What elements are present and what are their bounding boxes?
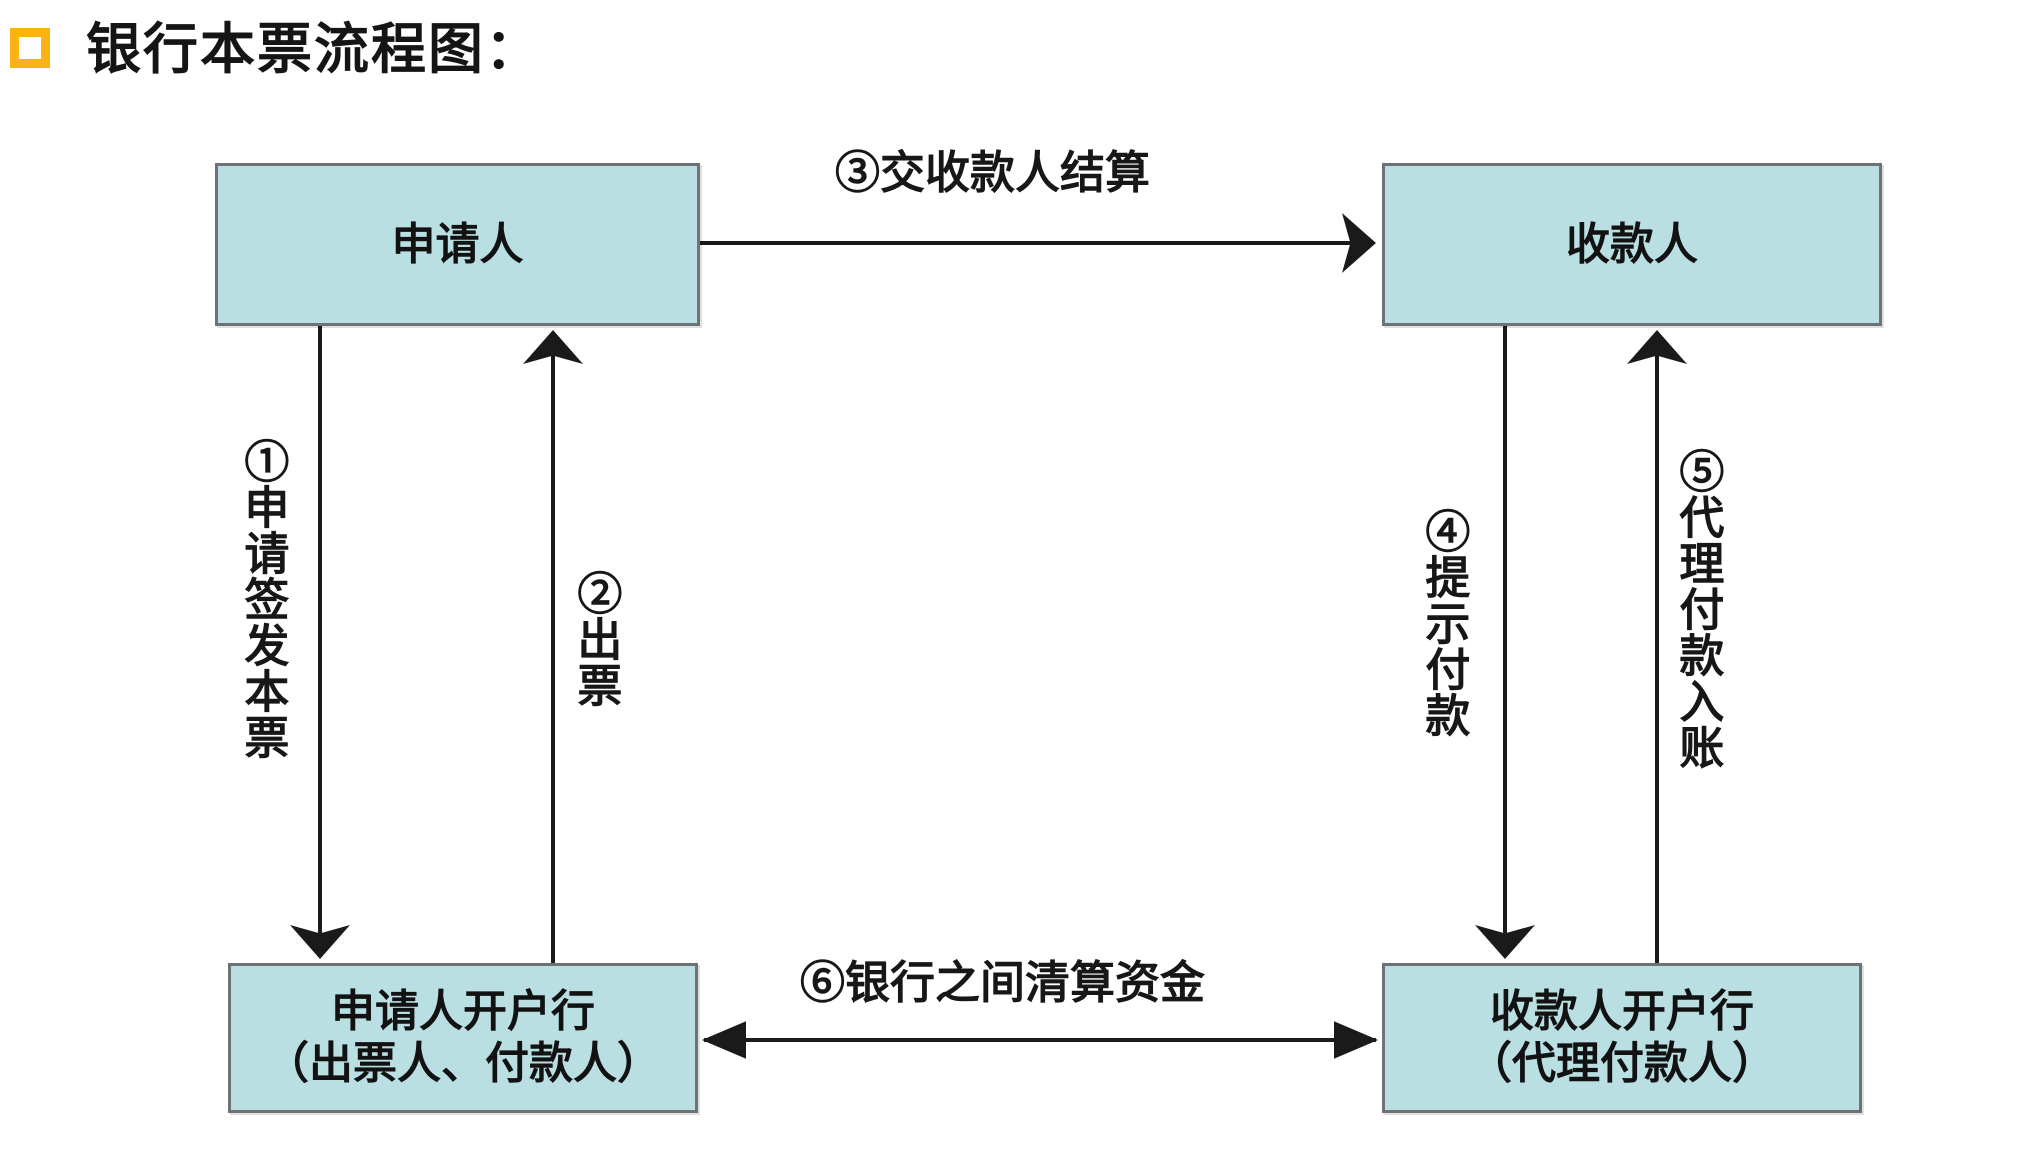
node-payee-line-0: 收款人 xyxy=(1566,218,1698,270)
edge-label-step-3: ③交收款人结算 xyxy=(835,146,1151,199)
node-payee[interactable]: 收款人 xyxy=(1382,163,1882,326)
edge-label-step-1: ①申请签发本票 xyxy=(236,438,290,760)
node-applicant[interactable]: 申请人 xyxy=(215,163,700,326)
edge-label-step-6: ⑥银行之间清算资金 xyxy=(800,956,1206,1009)
node-payee-bank[interactable]: 收款人开户行 （代理付款人） xyxy=(1382,963,1862,1113)
page-title-text: 银行本票流程图： xyxy=(86,15,543,81)
node-payee-bank-line-0: 收款人开户行 xyxy=(1490,986,1754,1038)
node-applicant-bank-line-1: （出票人、付款人） xyxy=(265,1038,661,1089)
node-applicant-bank[interactable]: 申请人开户行 （出票人、付款人） xyxy=(228,963,698,1113)
hollow-square-bullet-icon xyxy=(10,28,50,68)
page-title: 银行本票流程图： xyxy=(0,8,1200,88)
node-applicant-line-0: 申请人 xyxy=(391,218,524,270)
edge-label-step-4: ④提示付款 xyxy=(1417,508,1471,738)
node-applicant-bank-line-0: 申请人开户行 xyxy=(331,986,595,1038)
edge-label-step-2: ②出票 xyxy=(569,570,623,708)
edge-label-step-5: ⑤代理付款入账 xyxy=(1671,448,1725,770)
node-payee-bank-line-1: （代理付款人） xyxy=(1468,1038,1776,1089)
